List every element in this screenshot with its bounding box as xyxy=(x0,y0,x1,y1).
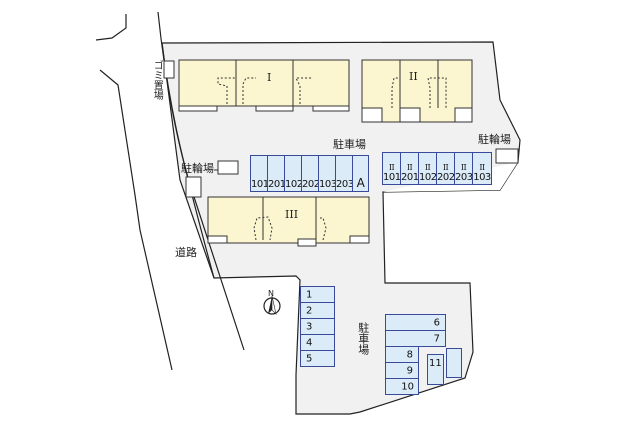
parking-space[interactable]: 5 xyxy=(300,350,335,367)
parking-space-label: 101 xyxy=(251,179,269,190)
garbage-label: ゴミ置場 xyxy=(146,60,166,104)
building-prefix: II xyxy=(460,163,467,172)
road-line-2 xyxy=(99,69,173,371)
parking-space-label: 8 xyxy=(406,349,413,360)
parking-space[interactable]: 8 xyxy=(385,346,419,363)
parking-bottom-label: 駐車場 xyxy=(356,322,370,358)
parking-space-label: 11 xyxy=(429,358,442,369)
north-label: N xyxy=(268,289,274,298)
parking-space[interactable]: 4 xyxy=(300,334,335,351)
parking-space-label: 203 xyxy=(336,179,354,190)
road-line-3 xyxy=(95,14,127,41)
building-prefix: II xyxy=(406,163,413,172)
parking-space-label: 102 xyxy=(285,179,303,190)
parking-space-label: 202 xyxy=(302,179,320,190)
space-number: 202 xyxy=(437,172,455,183)
building-I xyxy=(178,59,350,112)
bike-parking-left-box xyxy=(217,160,239,175)
parking-space[interactable]: 101 xyxy=(250,155,269,192)
parking-top-label: 駐車場 xyxy=(333,138,366,151)
parking-space-label: 7 xyxy=(433,333,440,344)
garbage-area xyxy=(163,60,175,79)
parking-space[interactable]: 202 xyxy=(301,155,320,192)
building-prefix: II xyxy=(442,163,449,172)
parking-space[interactable]: 1 xyxy=(300,286,335,303)
building-prefix: II xyxy=(388,163,395,172)
parking-space-label: 1 xyxy=(306,289,313,300)
parking-space[interactable]: 103 xyxy=(318,155,337,192)
building-III-label: III xyxy=(285,208,299,221)
parking-space-label: 9 xyxy=(406,365,413,376)
parking-space-label: 10 xyxy=(401,381,414,392)
garbage-label-text: ゴミ置場 xyxy=(151,60,163,100)
parking-space[interactable]: 102 xyxy=(284,155,303,192)
parking-space-label: A xyxy=(356,176,365,190)
bike-parking-right-box xyxy=(495,148,519,164)
space-number: 103 xyxy=(473,172,491,183)
parking-space[interactable]: 7 xyxy=(385,330,446,347)
space-number: 201 xyxy=(401,172,419,183)
parking-space[interactable]: 11 xyxy=(427,354,444,385)
bike-parking-right-label: 駐輪場 xyxy=(478,133,511,146)
road-label: 道路 xyxy=(175,246,197,259)
parking-space-label: 5 xyxy=(306,353,313,364)
bike-parking-left-label: 駐輪場 xyxy=(181,162,214,175)
parking-space[interactable]: 201 xyxy=(267,155,286,192)
building-II xyxy=(361,59,473,123)
space-number: 101 xyxy=(383,172,401,183)
parking-row-a: 101 201 102 202 103 203 A xyxy=(250,155,369,192)
parking-space[interactable]: A xyxy=(352,155,369,192)
parking-space[interactable]: 6 xyxy=(385,314,446,331)
building-prefix: II xyxy=(479,163,485,172)
bike-parking-left-box-2 xyxy=(185,176,202,198)
parking-space-label: 4 xyxy=(306,337,313,348)
parking-space[interactable]: 9 xyxy=(385,362,419,379)
building-I-label: I xyxy=(267,71,272,84)
parking-col-left: 1 2 3 4 5 xyxy=(300,286,335,367)
north-compass-icon xyxy=(263,295,281,315)
parking-bottom-label-text: 駐車場 xyxy=(356,322,370,355)
parking-space[interactable] xyxy=(446,348,462,378)
space-number: 203 xyxy=(455,172,473,183)
building-prefix: II xyxy=(424,163,431,172)
parking-space-label: 2 xyxy=(306,305,313,316)
parking-right-group: 6 7 8 9 10 11 xyxy=(385,314,465,396)
parking-space-label: 201 xyxy=(268,179,286,190)
parking-space-label: 3 xyxy=(306,321,313,332)
parking-space[interactable]: 3 xyxy=(300,318,335,335)
parking-space-label: 103 xyxy=(319,179,337,190)
building-III xyxy=(207,196,370,247)
parking-space-label: 6 xyxy=(433,317,440,328)
parking-space[interactable]: 10 xyxy=(385,378,419,395)
parking-space[interactable]: 203 xyxy=(335,155,354,192)
building-II-label: II xyxy=(409,70,418,83)
space-number: 102 xyxy=(419,172,437,183)
parking-space[interactable]: 2 xyxy=(300,302,335,319)
